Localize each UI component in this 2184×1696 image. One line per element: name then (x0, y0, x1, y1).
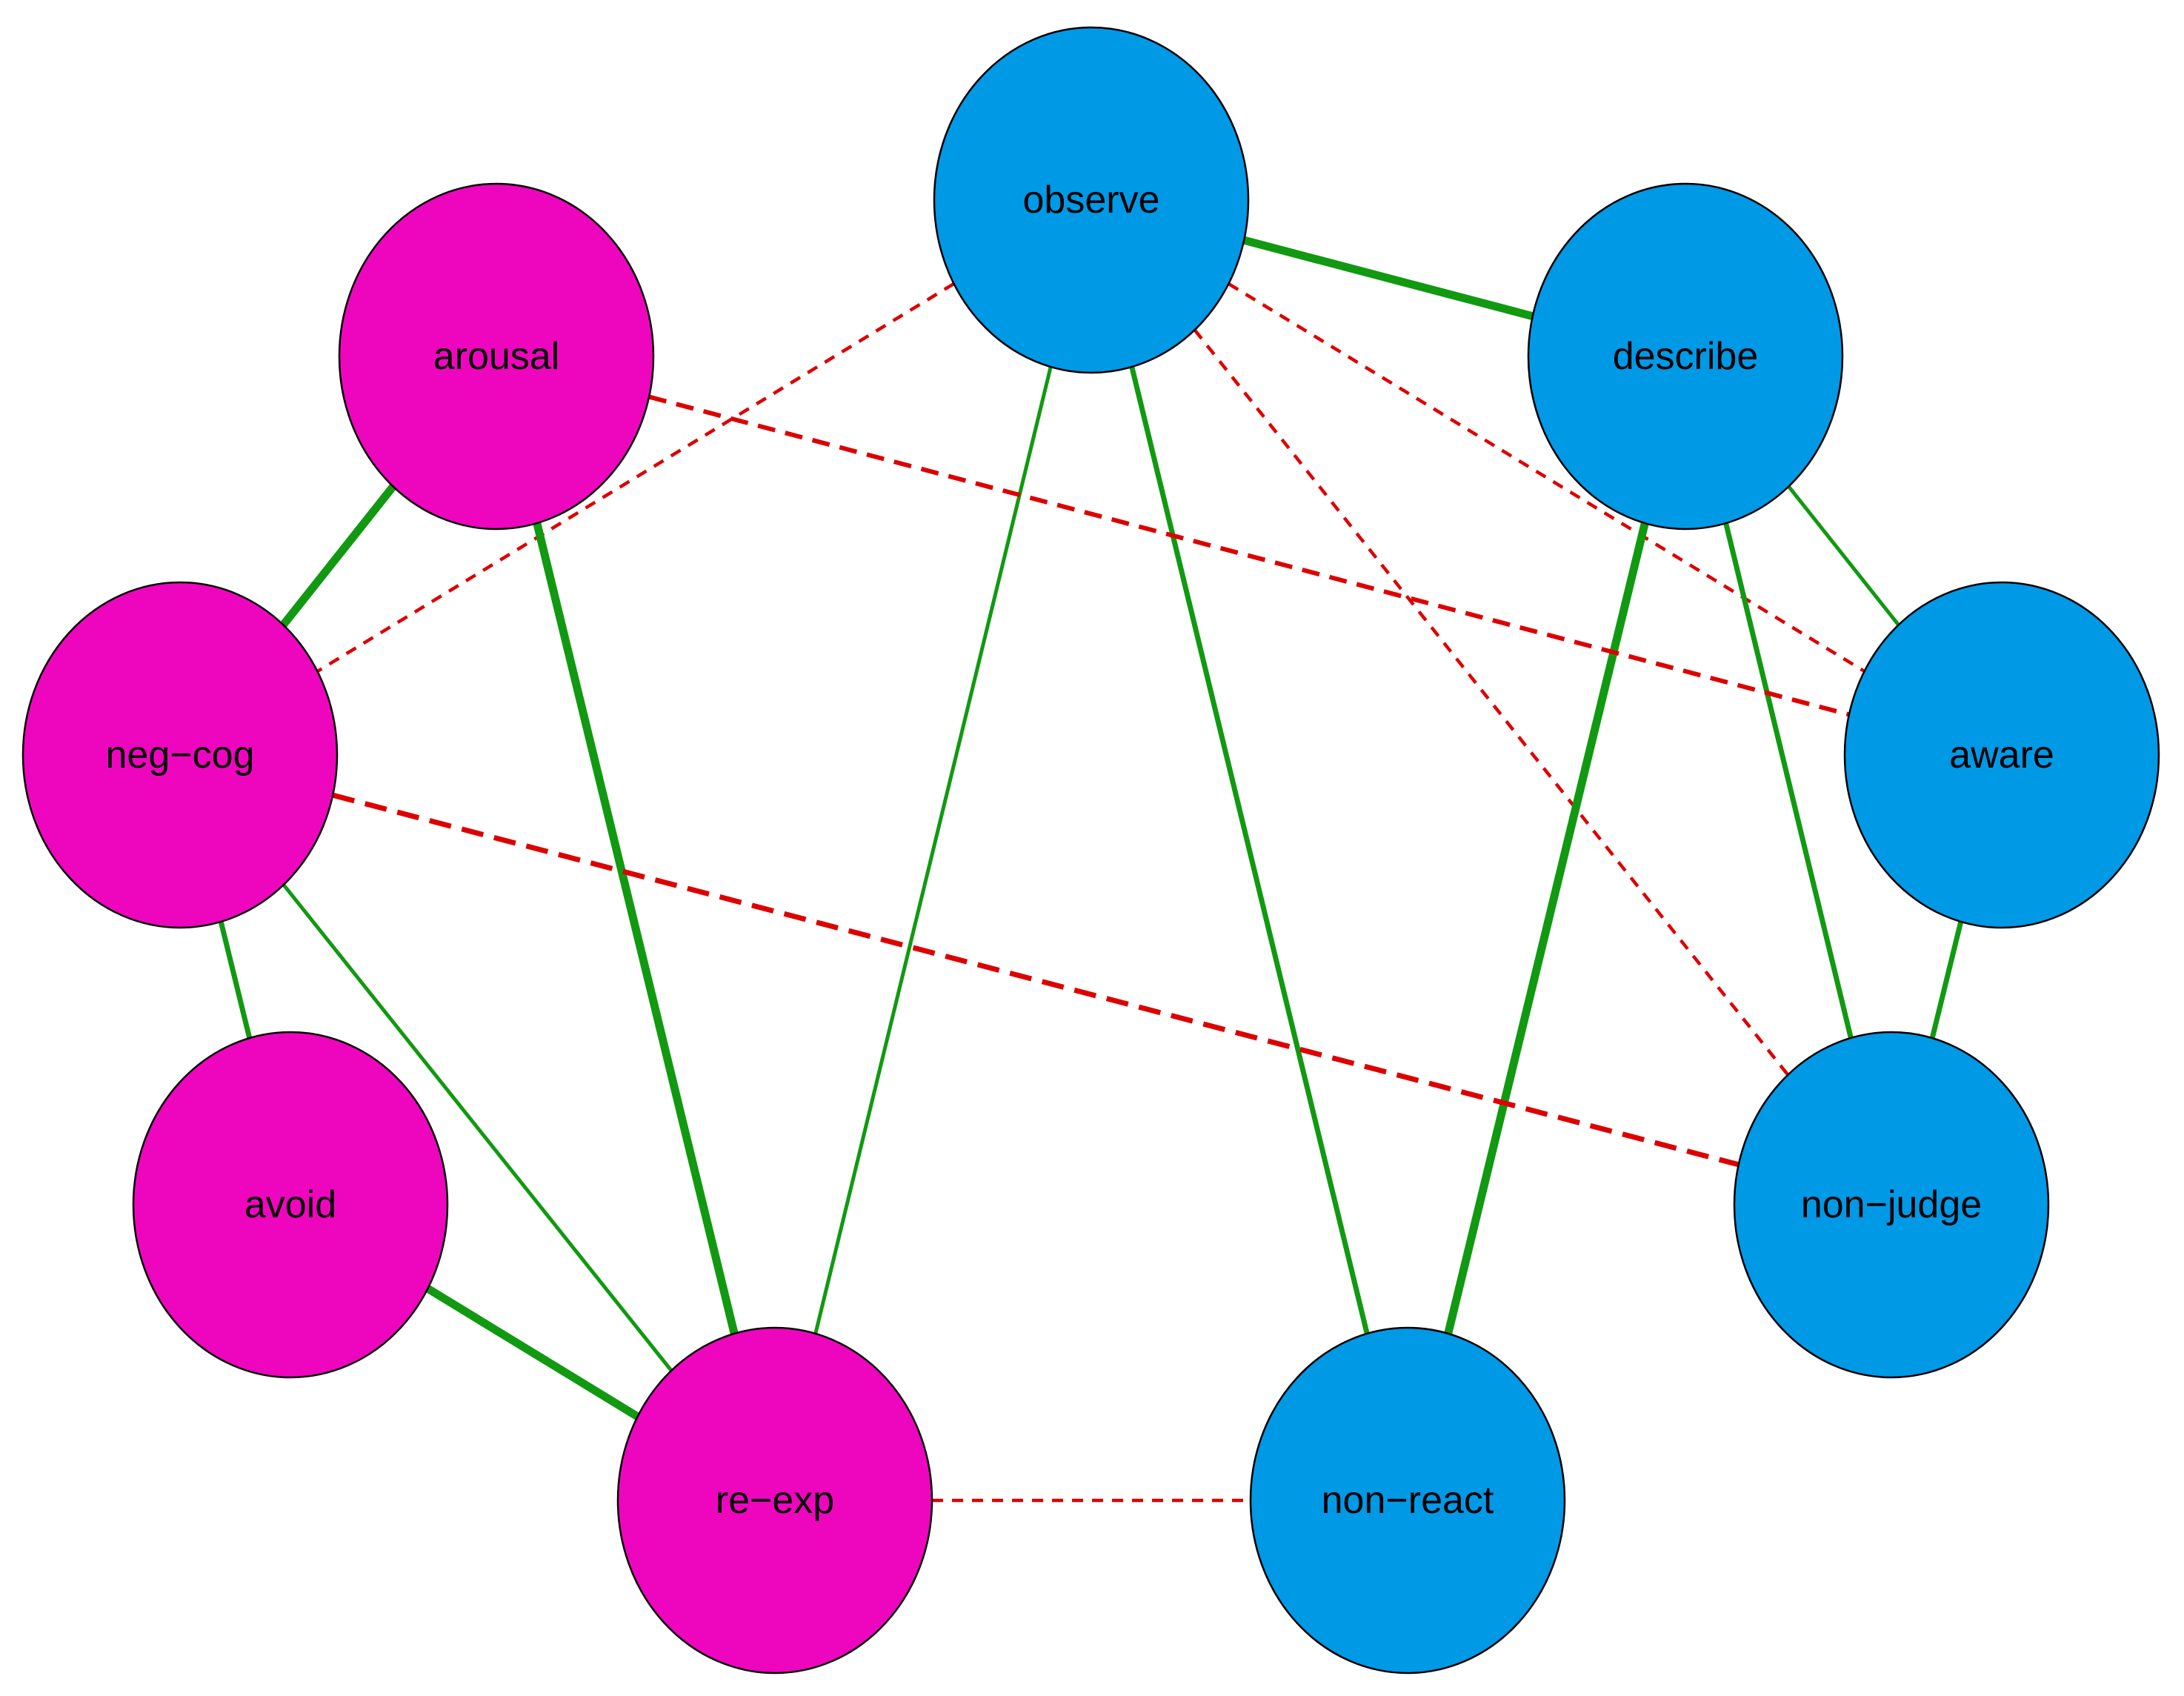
node-label-non-react: non−react (1322, 1479, 1494, 1522)
node-label-aware: aware (1949, 734, 2054, 776)
edge-arousal-neg-cog (280, 484, 396, 628)
node-layer: observe describe aware non−judge non−react re… (21, 26, 2160, 1675)
node-circle-aware (1843, 581, 2160, 929)
edge-observe-describe (1242, 236, 1534, 321)
edge-describe-non-judge (1723, 522, 1854, 1039)
edge-describe-non-react (1444, 522, 1649, 1335)
node-circle-neg-cog (21, 581, 339, 929)
node-observe: observe (933, 26, 1250, 374)
node-re-exp: re−exp (616, 1326, 933, 1675)
node-label-non-judge: non−judge (1801, 1183, 1982, 1226)
edge-neg-cog-avoid (218, 921, 253, 1039)
node-neg-cog: neg−cog (21, 581, 339, 929)
node-circle-re-exp (616, 1326, 933, 1675)
node-label-avoid: avoid (244, 1183, 336, 1226)
node-circle-non-react (1249, 1326, 1566, 1675)
node-aware: aware (1843, 581, 2160, 929)
node-circle-non-judge (1733, 1031, 2050, 1379)
edge-arousal-re-exp (533, 522, 739, 1335)
edge-layer (218, 236, 1964, 1503)
edge-neg-cog-non-judge (332, 792, 1739, 1168)
edge-avoid-re-exp (425, 1285, 640, 1420)
node-avoid: avoid (132, 1031, 449, 1379)
edge-observe-aware (1228, 282, 1865, 673)
node-label-arousal: arousal (433, 335, 560, 378)
node-circle-arousal (338, 182, 655, 531)
node-non-react: non−react (1249, 1326, 1566, 1675)
node-circle-observe (933, 26, 1250, 374)
edge-observe-neg-cog (316, 282, 955, 673)
node-label-observe: observe (1023, 179, 1160, 222)
edge-arousal-aware (648, 394, 1850, 717)
node-label-re-exp: re−exp (716, 1479, 834, 1522)
node-circle-describe (1527, 182, 1844, 531)
node-circle-avoid (132, 1031, 449, 1379)
edge-neg-cog-re-exp (282, 883, 673, 1372)
edge-describe-aware (1787, 485, 1900, 626)
node-arousal: arousal (338, 182, 655, 531)
edge-observe-non-react (1129, 366, 1370, 1334)
node-label-describe: describe (1613, 335, 1759, 378)
node-describe: describe (1527, 182, 1844, 531)
node-non-judge: non−judge (1733, 1031, 2050, 1379)
node-label-neg-cog: neg−cog (106, 734, 255, 776)
edge-observe-re-exp (813, 366, 1053, 1334)
edge-aware-non-judge (1929, 921, 1964, 1039)
